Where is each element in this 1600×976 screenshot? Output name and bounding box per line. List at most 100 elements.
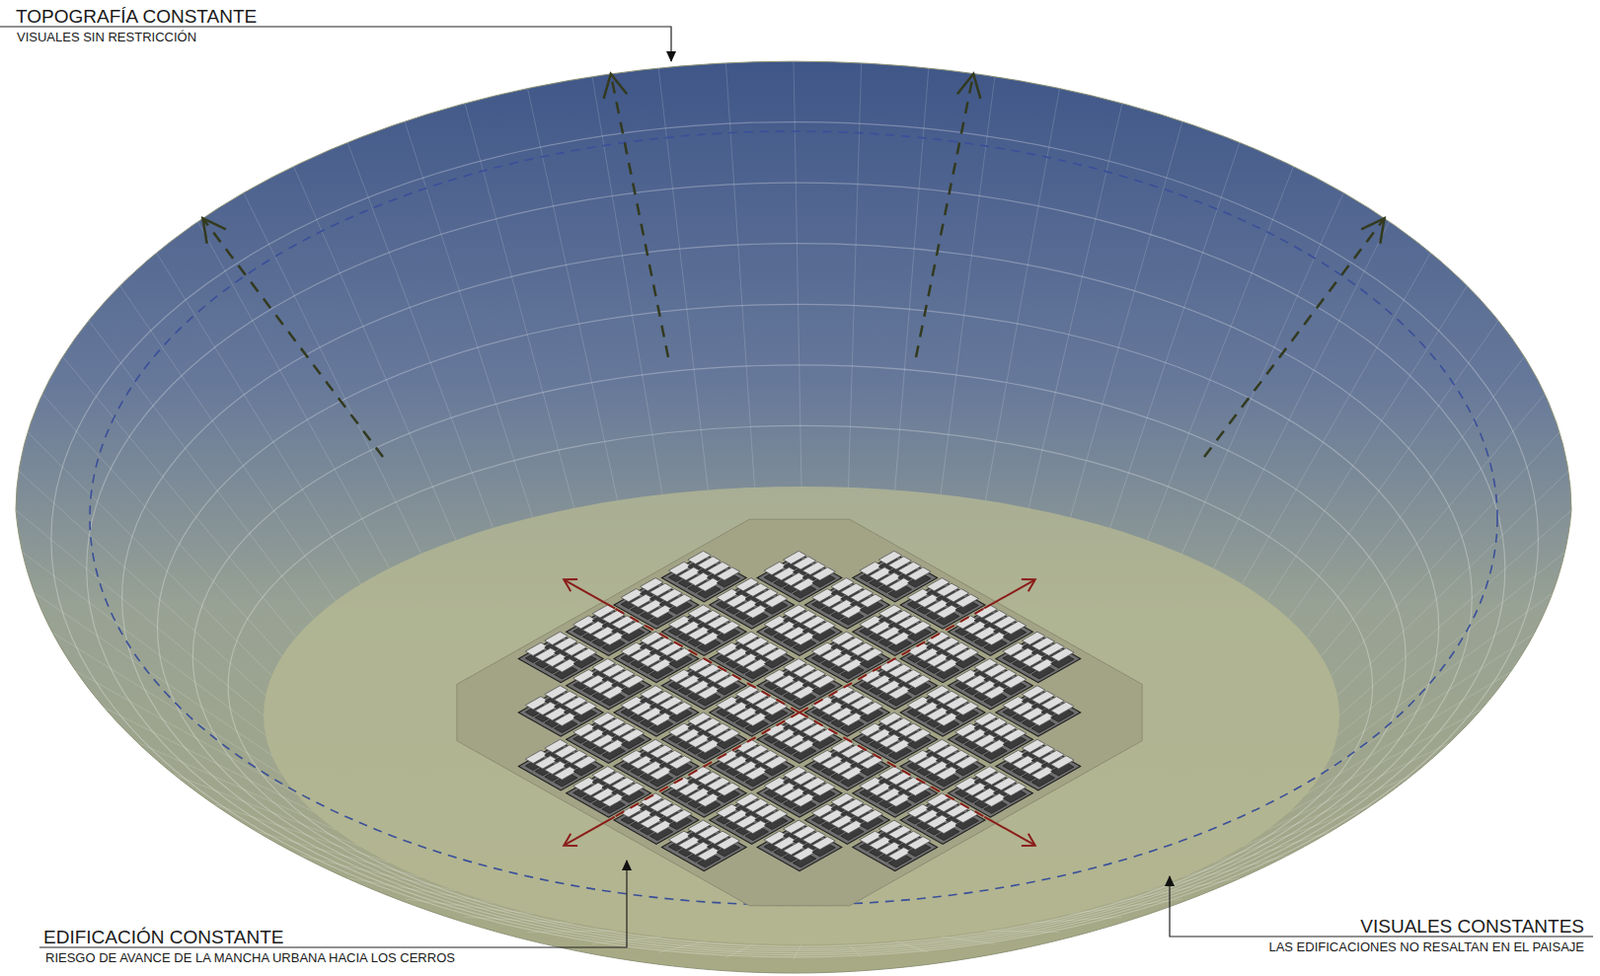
building-roof	[955, 756, 979, 769]
building-roof	[812, 837, 836, 850]
callout-note: LAS EDIFICACIONES NO RESALTAN EN EL PAIS…	[1268, 940, 1585, 954]
slope-line	[793, 944, 802, 960]
contour-ring	[192, 365, 1406, 949]
slope-line	[658, 68, 708, 491]
building-roof	[888, 740, 912, 754]
slope-line	[847, 943, 861, 958]
city-block	[948, 608, 1034, 656]
building-roof	[955, 648, 979, 662]
city-block	[995, 634, 1081, 683]
building-roof	[840, 605, 864, 618]
slope-line	[1181, 192, 1344, 554]
building-roof	[908, 620, 931, 634]
contour-ring	[228, 425, 1372, 947]
slope-line	[156, 252, 362, 585]
slope-line	[985, 930, 1060, 933]
city-block	[661, 553, 747, 602]
slope-line	[120, 286, 336, 603]
building-roof	[1031, 766, 1055, 780]
building-roof	[649, 766, 673, 780]
growth-street	[799, 712, 985, 818]
slope-line	[42, 393, 283, 657]
building-roof	[1002, 729, 1026, 743]
slope-line	[1213, 222, 1389, 569]
building-roof	[1031, 659, 1055, 673]
growth-street	[614, 712, 800, 818]
building-roof	[669, 701, 692, 715]
city-block	[757, 553, 842, 602]
slope-line	[1331, 588, 1560, 756]
slope-line	[1337, 470, 1569, 695]
building-roof	[602, 631, 625, 645]
city-block	[852, 553, 938, 602]
building-roof	[716, 729, 740, 743]
building-roof	[697, 631, 721, 645]
growth-arrow	[564, 817, 615, 846]
building-roof	[1002, 675, 1026, 688]
building-roof	[554, 766, 578, 780]
building-roof	[602, 793, 625, 807]
city-block	[995, 688, 1081, 737]
building-roof	[1051, 648, 1074, 662]
building-roof	[984, 631, 1007, 645]
building-roof	[888, 685, 912, 699]
slope-line	[88, 320, 314, 619]
slope-line	[1339, 510, 1572, 716]
building-roof	[840, 766, 864, 780]
building-roof	[573, 701, 597, 715]
callout-title: TOPOGRAFÍA CONSTANTE	[15, 6, 257, 26]
building-roof	[745, 820, 768, 834]
building-roof	[620, 620, 644, 634]
contour-ring	[122, 243, 1473, 954]
building-roof	[697, 740, 721, 754]
contour-ring	[51, 122, 1539, 958]
slope-line	[847, 63, 861, 488]
building-roof	[935, 820, 959, 834]
growth-street	[614, 608, 800, 713]
building-roof	[1051, 701, 1074, 715]
building-roof	[888, 847, 912, 861]
building-roof	[1031, 712, 1055, 726]
slope-line	[1306, 356, 1524, 637]
building-roof	[745, 659, 768, 673]
slope-line	[197, 222, 389, 569]
slope-line	[404, 121, 534, 518]
callout-title: VISUALES CONSTANTES	[1360, 916, 1585, 936]
building-roof	[935, 605, 959, 618]
building-roof	[840, 659, 864, 673]
slope-line	[63, 356, 297, 637]
building-roof	[602, 740, 625, 754]
building-roof	[859, 701, 883, 715]
building-roof	[908, 837, 931, 850]
building-roof	[888, 631, 912, 645]
building-roof	[935, 659, 959, 673]
building-roof	[984, 740, 1007, 754]
growth-arrow	[984, 580, 1035, 610]
slope-line	[793, 61, 802, 487]
city-block	[995, 742, 1081, 790]
building-roof	[1002, 782, 1026, 796]
building-roof	[716, 620, 740, 634]
growth-arrow	[984, 817, 1035, 846]
building-roof	[812, 675, 836, 688]
city-block	[900, 581, 986, 629]
slope-line	[1306, 664, 1524, 795]
building-roof	[859, 809, 883, 823]
building-roof	[669, 756, 692, 769]
building-roof	[955, 594, 979, 608]
slope-line	[1241, 252, 1431, 585]
building-roof	[812, 782, 836, 796]
building-roof	[697, 793, 721, 807]
callout-title: EDIFICACIÓN CONSTANTE	[43, 927, 285, 947]
slope-line	[527, 930, 617, 933]
building-roof	[620, 782, 644, 796]
building-roof	[792, 793, 816, 807]
slope-line	[1331, 432, 1560, 677]
building-roof	[602, 685, 625, 699]
building-roof	[620, 675, 644, 688]
growth-street	[799, 608, 985, 713]
slope-line	[464, 103, 575, 509]
building-roof	[840, 820, 864, 834]
view-arrows	[203, 75, 1384, 458]
